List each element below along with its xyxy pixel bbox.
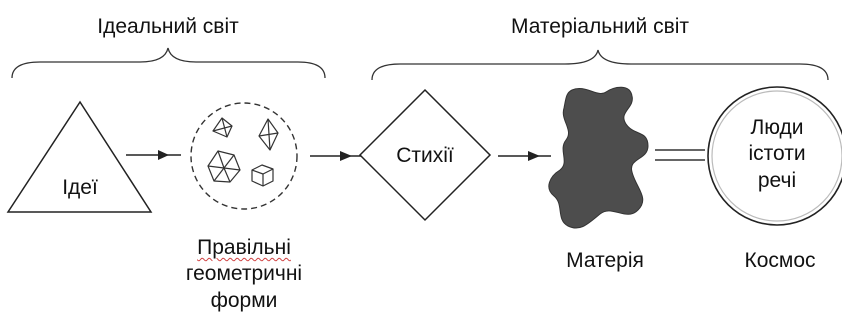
beings-line-3: речі <box>757 168 797 192</box>
regular-forms-caption: Правільні геометричні форми <box>174 235 314 314</box>
equals-connector <box>655 149 705 161</box>
material-world-label: Матеріальний світ <box>510 15 690 38</box>
regular-forms-line-3: форми <box>210 288 278 312</box>
beings-line-2: істоти <box>748 142 806 166</box>
crystal-icon <box>258 118 279 151</box>
regular-forms-line-2: геометричні <box>185 262 303 286</box>
matter-blob <box>548 86 649 229</box>
cube-icon <box>251 164 274 187</box>
cosmos-caption: Космос <box>744 249 816 272</box>
ideas-label: Ідеї <box>62 176 98 199</box>
polyhedra-icons <box>207 117 279 187</box>
elements-label: Стихії <box>396 144 454 167</box>
geometric-forms-circle <box>190 102 298 210</box>
beings-label: Люди істоти речі <box>727 115 827 194</box>
ideal-world-brace <box>11 47 326 79</box>
cosmos-circle <box>707 86 842 226</box>
arrow-forms-to-elements <box>310 151 364 161</box>
elements-diamond <box>358 88 492 222</box>
ideas-triangle <box>6 100 153 213</box>
cosmos-circle-inner-ring <box>711 90 842 222</box>
regular-forms-line-1: Правільні <box>197 236 291 259</box>
octahedron-icon <box>212 117 233 138</box>
material-world-brace <box>371 49 829 81</box>
ideal-world-label: Ідеальний світ <box>97 15 239 38</box>
beings-line-1: Люди <box>750 116 804 139</box>
icosahedron-icon <box>207 150 241 183</box>
arrow-elements-to-matter <box>498 151 551 161</box>
arrow-ideas-to-forms <box>126 150 181 160</box>
matter-caption: Матерія <box>566 249 644 272</box>
